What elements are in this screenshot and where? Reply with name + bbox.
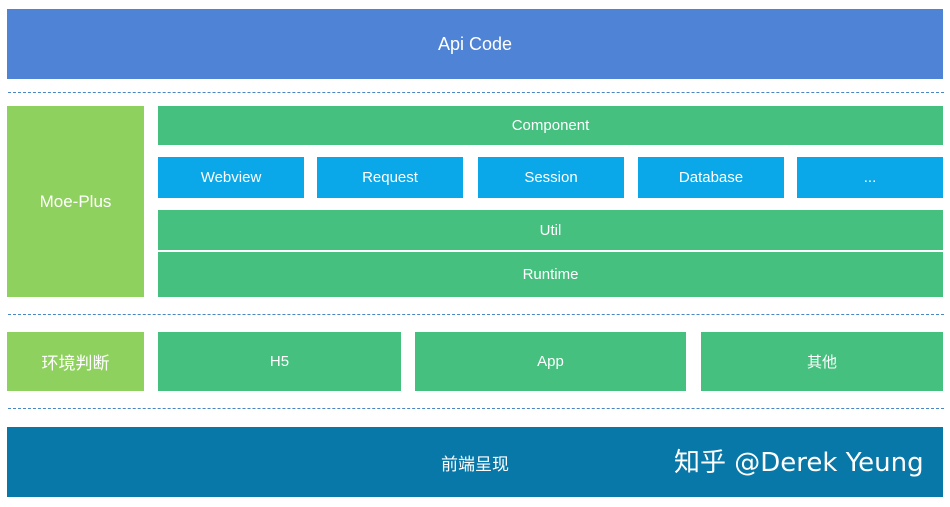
- env-target-label: 其他: [806, 354, 837, 371]
- util-label: Util: [539, 221, 562, 239]
- env-target-h5: H5: [158, 332, 401, 391]
- layer-divider: [8, 92, 944, 93]
- env-target-app: App: [415, 332, 686, 391]
- api-code-label: Api Code: [437, 33, 513, 54]
- watermark: 知乎 @Derek Yeung: [674, 448, 924, 478]
- runtime-label: Runtime: [522, 266, 579, 283]
- module-database: Database: [638, 157, 784, 198]
- module-label: Session: [524, 169, 578, 186]
- module-session: Session: [478, 157, 624, 198]
- layer-divider: [8, 408, 944, 409]
- api-code-layer: Api Code: [7, 9, 943, 79]
- module-webview: Webview: [158, 157, 304, 198]
- module-label: Request: [362, 169, 418, 186]
- frontend-layer: 前端呈现: [7, 427, 943, 497]
- env-detect-label: 环境判断: [41, 354, 110, 373]
- module-request: Request: [317, 157, 463, 198]
- util-layer: Util: [158, 210, 943, 250]
- component-layer: Component: [158, 106, 943, 145]
- moe-plus-label: Moe-Plus: [39, 191, 112, 211]
- moe-plus-block: Moe-Plus: [7, 106, 144, 297]
- frontend-label: 前端呈现: [441, 454, 509, 474]
- module-label: Database: [678, 169, 744, 186]
- layer-divider: [8, 314, 944, 315]
- env-detect-block: 环境判断: [7, 332, 144, 391]
- env-target-label: H5: [269, 353, 290, 370]
- module-label: Webview: [200, 169, 262, 186]
- env-target-other: 其他: [701, 332, 943, 391]
- module-label: ...: [863, 169, 877, 186]
- module-more: ...: [797, 157, 943, 198]
- env-target-label: App: [537, 353, 564, 370]
- runtime-layer: Runtime: [158, 252, 943, 297]
- component-label: Component: [511, 117, 590, 134]
